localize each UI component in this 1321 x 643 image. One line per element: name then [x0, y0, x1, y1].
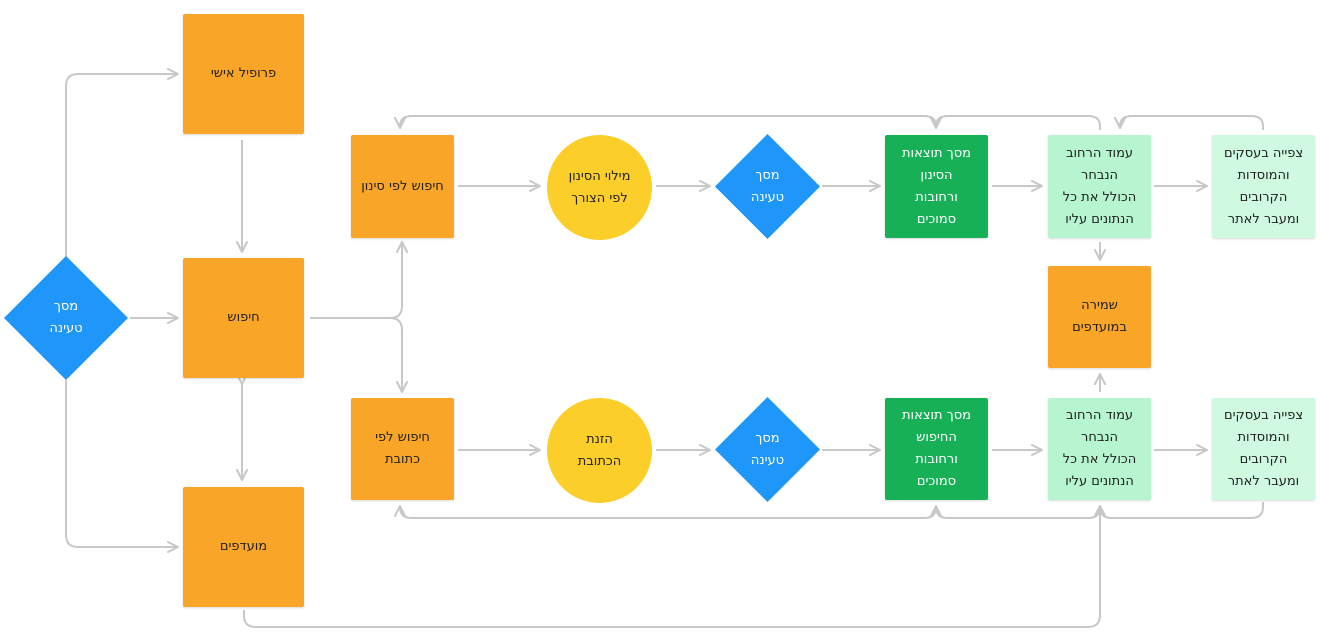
- connector-loading-to-profile: [65, 68, 179, 258]
- connector-search-to-address: [389, 317, 408, 393]
- view-business-top-node: צפייה בעסקים והמוסדות הקרובים ומעבר לאתר: [1212, 135, 1315, 238]
- loading-screen-bottom-label: מסך טעינה: [750, 430, 785, 468]
- loading-screen-left-label: מסך טעינה: [49, 299, 83, 336]
- search-results-node: מסך תוצאות החיפוש ורחובות סמוכים: [885, 398, 988, 500]
- loading-screen-left: מסך טעינה: [4, 256, 128, 380]
- fill-filter-node: מילוי הסינון לפי הצורך: [547, 135, 652, 240]
- filter-search-node: חיפוש לפי סינון: [351, 135, 454, 238]
- connector-return-bottom-business: [1094, 502, 1264, 519]
- save-favorites-node: שמירה במועדפים: [1048, 266, 1151, 368]
- enter-address-node: הזנת הכתובת: [547, 398, 652, 503]
- loading-screen-bottom: מסך טעינה: [715, 397, 820, 502]
- connector-search-to-filter: [310, 241, 408, 319]
- connector-return-top-street: [930, 115, 1101, 130]
- connector-return-bottom-street: [930, 505, 1101, 519]
- loading-screen-top: מסך טעינה: [715, 134, 820, 239]
- connector-return-top-results: [394, 115, 937, 129]
- view-business-bottom-node: צפייה בעסקים והמוסדות הקרובים ומעבר לאתר: [1212, 398, 1315, 500]
- connector-return-bottom-results: [394, 505, 937, 519]
- address-search-node: חיפוש לפי כתובת: [351, 398, 454, 500]
- street-page-bottom-node: עמוד הרחוב הנבחר הכולל את כל הנתונים עלי…: [1048, 398, 1151, 500]
- loading-screen-top-label: מסך טעינה: [750, 167, 785, 205]
- connector-loading-to-favorites: [65, 380, 179, 553]
- street-page-top-node: עמוד הרחוב הנבחר הכולל את כל הנתונים עלי…: [1048, 135, 1151, 238]
- connector-return-top-business: [1114, 115, 1264, 130]
- search-node: חיפוש: [183, 258, 304, 378]
- filter-results-node: מסך תוצאות הסינון ורחובות סמוכים: [885, 135, 988, 238]
- favorites-node: מועדפים: [183, 487, 304, 607]
- connector-favorites-to-street: [243, 505, 1106, 628]
- profile-node: פרופיל אישי: [183, 14, 304, 134]
